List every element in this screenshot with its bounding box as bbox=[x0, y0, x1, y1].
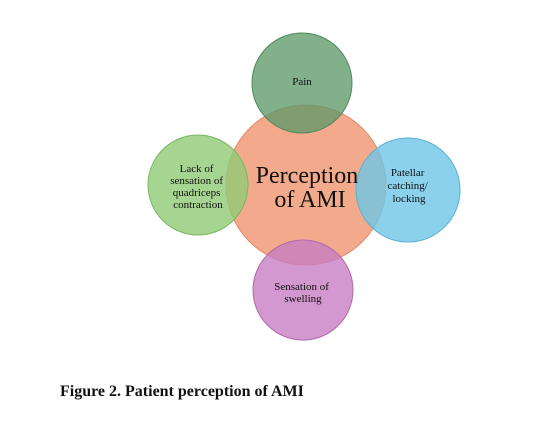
top-label-line: Pain bbox=[292, 76, 312, 88]
right-label: Patellar catching/ locking bbox=[387, 167, 430, 205]
right-label-line: locking bbox=[393, 193, 426, 205]
left-label-line: sensation of bbox=[170, 175, 223, 187]
right-label-line: catching/ bbox=[387, 180, 428, 192]
bottom-label-line: Sensation of bbox=[274, 281, 329, 293]
ami-perception-diagram: Perception of AMI Pain Lack of sensation… bbox=[147, 32, 461, 341]
left-label-line: Lack of bbox=[180, 163, 214, 175]
bottom-circle bbox=[252, 239, 354, 341]
right-label-line: Patellar bbox=[391, 167, 425, 179]
bottom-label-line: swelling bbox=[284, 293, 322, 305]
center-label-line: Perception bbox=[256, 163, 359, 189]
right-circle bbox=[355, 137, 461, 243]
left-label-line: quadriceps bbox=[173, 187, 221, 199]
top-circle bbox=[251, 32, 353, 134]
left-label-line: contraction bbox=[173, 199, 223, 211]
left-circle bbox=[147, 134, 249, 236]
bottom-label: Sensation of swelling bbox=[274, 281, 331, 305]
center-label: Perception of AMI bbox=[256, 163, 365, 213]
left-label: Lack of sensation of quadriceps contract… bbox=[170, 163, 226, 211]
center-label-line: of AMI bbox=[274, 187, 345, 213]
top-label: Pain bbox=[292, 76, 312, 88]
figure-caption: Figure 2. Patient perception of AMI bbox=[60, 383, 304, 400]
